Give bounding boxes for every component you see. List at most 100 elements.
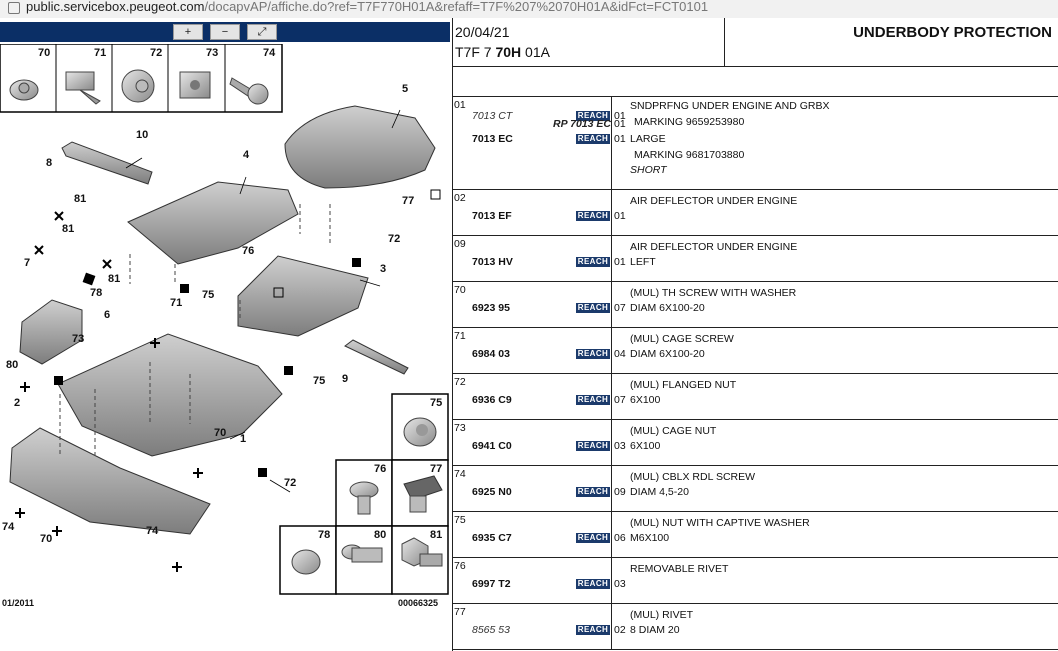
part-number: 02 xyxy=(454,191,466,204)
hollow-markers xyxy=(273,189,441,298)
reference-code[interactable]: 6923 95 xyxy=(472,301,510,314)
small-part-label: 71 xyxy=(94,47,106,59)
callout-label: 8 xyxy=(46,157,52,169)
zoom-in-button[interactable]: + xyxy=(173,24,203,40)
callout-label: 7 xyxy=(24,257,30,269)
reference-code[interactable]: 6984 03 xyxy=(472,347,510,360)
fastener-label: 78 xyxy=(318,529,330,541)
reference-code[interactable]: 6936 C9 xyxy=(472,393,512,406)
reach-badge[interactable]: REACH xyxy=(576,111,610,121)
leader-lines xyxy=(125,109,401,493)
fit-view-button[interactable]: ⤢ xyxy=(247,24,277,40)
callout-label: 70 xyxy=(214,427,226,439)
reach-badge[interactable]: REACH xyxy=(576,486,610,497)
part-3 xyxy=(237,255,369,337)
callout-label: 81 xyxy=(108,273,120,285)
callout-labels: 1 2 3 4 5 6 7 8 9 10 70 71 72 73 74 75 7… xyxy=(2,83,414,545)
reach-badge[interactable]: REACH xyxy=(576,578,610,589)
url-domain: public.servicebox.peugeot.com xyxy=(26,0,205,14)
reference-code[interactable]: 6935 C7 xyxy=(472,531,512,544)
zoom-out-button[interactable]: − xyxy=(210,24,240,40)
reach-badge[interactable]: REACH xyxy=(576,210,610,221)
zoom-out-icon: − xyxy=(221,26,229,38)
part-9 xyxy=(344,339,409,375)
callout-label: 1 xyxy=(240,433,246,445)
nut-icon xyxy=(291,549,321,575)
reach-badge[interactable]: REACH xyxy=(576,256,610,267)
address-bar[interactable]: public.servicebox.peugeot.com/docapvAP/a… xyxy=(0,0,1058,18)
screw-icon xyxy=(229,77,269,105)
reference-code[interactable]: 6997 T2 xyxy=(472,577,511,590)
quantity: 01 xyxy=(614,209,626,222)
part-description: DIAM 4,5-20 xyxy=(630,485,689,498)
reference-code[interactable]: 7013 EC xyxy=(472,133,513,145)
part-6 xyxy=(19,299,83,365)
small-parts-strip xyxy=(0,44,283,113)
part-description: AIR DEFLECTOR UNDER ENGINE xyxy=(630,194,798,207)
part-description: MARKING 9681703880 xyxy=(634,148,745,161)
callout-label: 2 xyxy=(14,397,20,409)
exploded-view-drawing[interactable]: 1 2 3 4 5 6 7 8 9 10 70 71 72 73 74 75 7… xyxy=(0,44,452,649)
part-description: (MUL) NUT WITH CAPTIVE WASHER xyxy=(630,516,810,529)
zoom-in-icon: + xyxy=(184,26,192,38)
part-number: 70 xyxy=(454,283,466,296)
reference-code[interactable]: 6925 N0 xyxy=(472,485,512,498)
diagram-toolbar: + − ⤢ xyxy=(0,22,450,42)
part-description: AIR DEFLECTOR UNDER ENGINE xyxy=(630,240,798,253)
small-part-label: 73 xyxy=(206,47,218,59)
part-number: 77 xyxy=(454,605,466,618)
reach-badge[interactable]: REACH xyxy=(576,532,610,543)
callout-label: 81 xyxy=(74,193,86,205)
reach-badge[interactable]: REACH xyxy=(576,134,610,144)
reach-badge[interactable]: REACH xyxy=(576,394,610,405)
reference-code[interactable]: 7013 HV xyxy=(472,255,513,268)
catalog-date: 20/04/21 xyxy=(455,24,510,40)
lock-icon[interactable] xyxy=(8,2,20,14)
reach-badge[interactable]: REACH xyxy=(576,440,610,451)
part-number: 73 xyxy=(454,421,466,434)
part-4 xyxy=(127,181,299,265)
table-row[interactable]: 02 7013 EF REACH 01 AIR DEFLECTOR UNDER ENGI… xyxy=(452,189,1058,236)
part-5 xyxy=(284,105,436,189)
reference-code[interactable]: 7013 CT xyxy=(472,110,513,122)
part-10 xyxy=(61,141,153,185)
replacement-ref: RP 7013 EC xyxy=(553,117,611,130)
reach-badge[interactable]: REACH xyxy=(576,302,610,313)
reach-badge[interactable]: REACH xyxy=(576,348,610,359)
reference-code[interactable]: 7013 EF xyxy=(472,209,512,222)
part-description: SNDPRFNG UNDER ENGINE AND GRBX xyxy=(630,100,830,112)
reach-badge[interactable]: REACH xyxy=(576,624,610,635)
part-description: (MUL) CBLX RDL SCREW xyxy=(630,470,756,483)
quantity: 01 xyxy=(614,110,626,122)
part-description: (MUL) CAGE NUT xyxy=(630,424,717,437)
page-title: UNDERBODY PROTECTION xyxy=(853,24,1052,41)
quantity: 01 xyxy=(614,133,626,145)
part-description: REMOVABLE RIVET xyxy=(630,562,729,575)
cross-markers xyxy=(15,211,203,572)
fit-view-icon: ⤢ xyxy=(257,26,267,38)
callout-label: 75 xyxy=(202,289,214,301)
part-description: (MUL) TH SCREW WITH WASHER xyxy=(630,286,797,299)
part-description: 8 DIAM 20 xyxy=(630,623,680,636)
bolt-icon xyxy=(9,79,39,101)
callout-label: 80 xyxy=(6,359,18,371)
callout-label: 76 xyxy=(242,245,254,257)
part-description: MARKING 9659253980 xyxy=(634,115,745,128)
reference-code[interactable]: 8565 53 xyxy=(472,623,510,636)
quantity: 01 xyxy=(614,255,626,268)
part-description: 6X100 xyxy=(630,439,661,452)
reference-code[interactable]: 6941 C0 xyxy=(472,439,512,452)
callout-label: 9 xyxy=(342,373,348,385)
part-description: LEFT xyxy=(630,255,656,268)
callout-label: 71 xyxy=(170,297,182,309)
